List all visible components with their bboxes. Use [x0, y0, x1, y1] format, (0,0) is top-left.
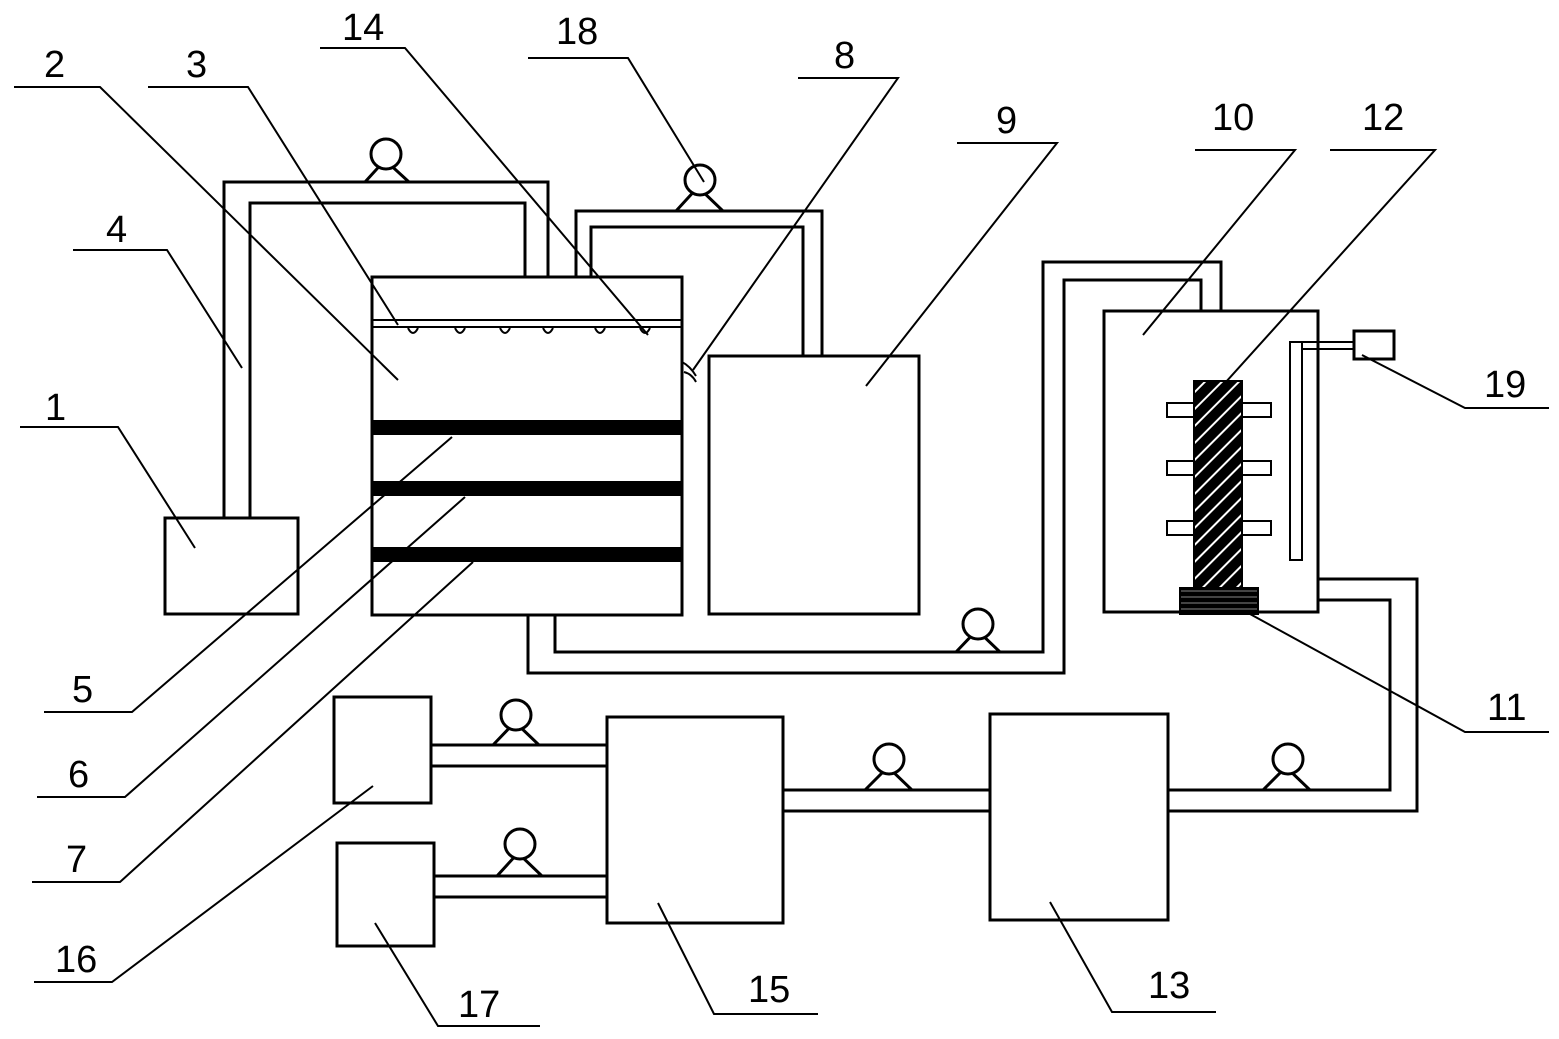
tank-17 — [335, 841, 436, 948]
label-3: 3 — [186, 44, 207, 86]
tank-15 — [605, 715, 785, 925]
instrument-19 — [1352, 329, 1396, 361]
valve-8 — [681, 361, 697, 383]
label-17: 17 — [458, 984, 500, 1026]
label-15: 15 — [748, 969, 790, 1011]
label-6: 6 — [68, 754, 89, 796]
filter-layer-6 — [372, 481, 682, 496]
filter-layer-7 — [372, 547, 682, 562]
label-18: 18 — [556, 11, 598, 53]
pipe-reactor-to-column10 — [526, 260, 1223, 675]
label-2: 2 — [44, 44, 65, 86]
pump-icon — [493, 827, 546, 878]
label-8: 8 — [834, 35, 855, 77]
pump-icon — [952, 607, 1004, 654]
label-13: 13 — [1148, 965, 1190, 1007]
filter-layer-5 — [372, 420, 682, 435]
label-4: 4 — [106, 209, 127, 251]
pump-icon — [1259, 742, 1314, 792]
label-10: 10 — [1212, 97, 1254, 139]
mesh-base-11 — [1179, 587, 1259, 615]
leader-lines — [14, 47, 1549, 1027]
electrode-12 — [1166, 380, 1272, 591]
tank-13 — [988, 712, 1170, 922]
label-19: 19 — [1484, 364, 1526, 406]
pipe-tank17-to-tank15 — [434, 874, 607, 899]
label-5: 5 — [72, 669, 93, 711]
pump-icon — [672, 163, 727, 213]
label-7: 7 — [66, 839, 87, 881]
tank-9 — [707, 354, 921, 616]
pump-icon — [489, 698, 543, 747]
pipe-tank16-to-tank15 — [431, 743, 607, 768]
pump-icon — [861, 742, 916, 792]
pipe-tank13-to-tank15 — [783, 788, 990, 813]
probe-tube — [1289, 341, 1354, 561]
label-9: 9 — [996, 100, 1017, 142]
label-11: 11 — [1487, 687, 1526, 729]
reactor-2 — [370, 275, 684, 617]
label-12: 12 — [1362, 97, 1404, 139]
pump-icon — [361, 137, 413, 184]
label-14: 14 — [342, 7, 384, 49]
column-10 — [1102, 309, 1354, 615]
tank-16 — [332, 695, 433, 805]
label-1: 1 — [45, 387, 66, 429]
label-16: 16 — [55, 939, 97, 981]
